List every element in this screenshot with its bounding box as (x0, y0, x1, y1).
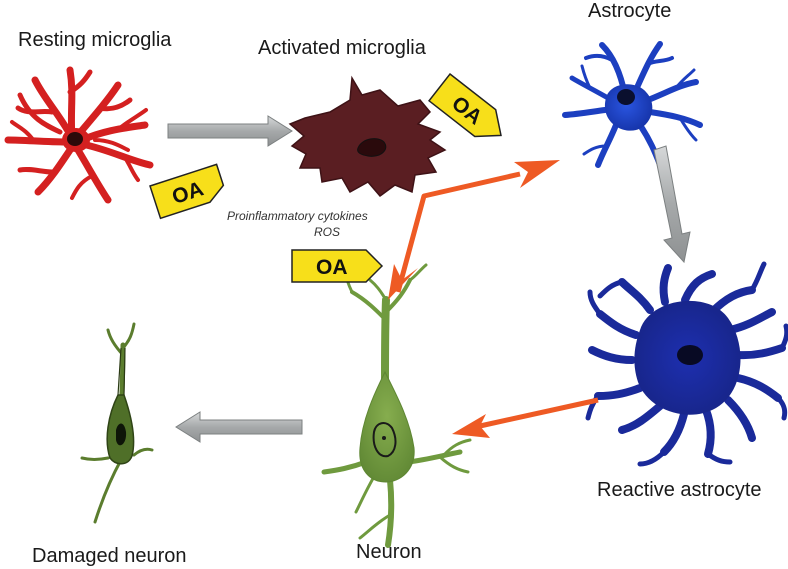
orange-arrow-microglia-astrocyte-neuron (388, 160, 560, 300)
orange-arrow-reactive-to-neuron (452, 397, 599, 438)
oa-tag-3-text: OA (316, 256, 348, 279)
label-neuron: Neuron (356, 541, 422, 563)
label-reactive-astrocyte: Reactive astrocyte (597, 479, 762, 501)
oa-tag-3: OA (291, 249, 384, 283)
astrocyte-cell (562, 41, 703, 168)
label-mediators-line2: ROS (314, 225, 340, 239)
gray-arrow-resting-to-activated (167, 115, 293, 147)
gray-arrow-astrocyte-to-reactive (653, 145, 691, 264)
label-resting-microglia: Resting microglia (18, 29, 172, 51)
label-astrocyte: Astrocyte (588, 0, 671, 22)
oa-tag-1: OA (149, 163, 225, 220)
gray-arrow-neuron-to-damaged (175, 411, 303, 443)
activated-microglia-cell (288, 75, 447, 198)
label-damaged-neuron: Damaged neuron (32, 545, 187, 567)
oa-tag-2: OA (428, 72, 502, 138)
reactive-astrocyte-cell (585, 261, 788, 467)
neuron-cell (321, 263, 472, 548)
label-activated-microglia: Activated microglia (258, 37, 427, 59)
label-mediators-line1: Proinflammatory cytokines (227, 209, 368, 223)
resting-microglia-cell (4, 66, 154, 204)
damaged-neuron-cell (80, 322, 154, 524)
